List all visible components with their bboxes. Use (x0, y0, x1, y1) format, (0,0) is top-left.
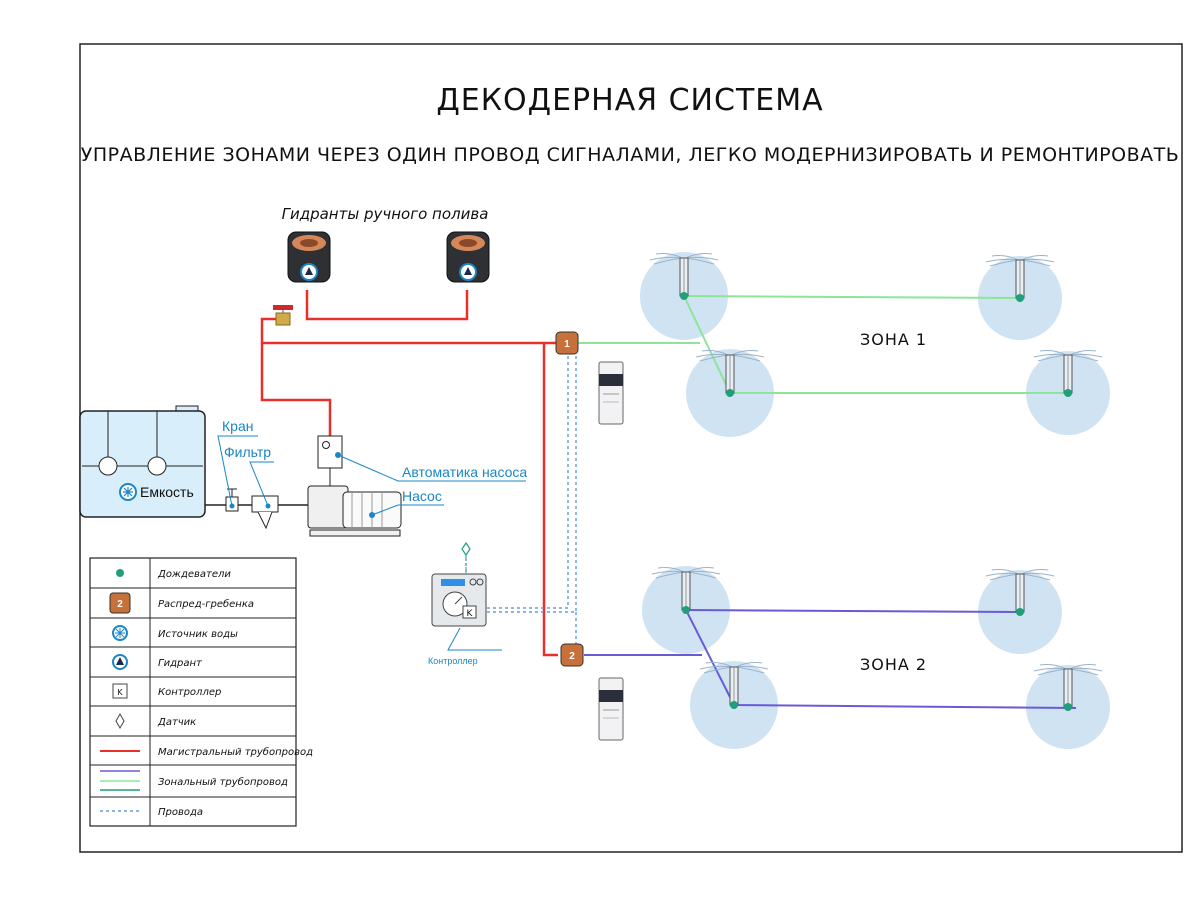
main-pipeline (260, 290, 558, 657)
manifold-1: 1 (555, 331, 579, 355)
legend: 2 K Дождеватели Распред-гребенка Источни… (89, 557, 313, 827)
callout-lines (217, 435, 526, 516)
legend-label: Контроллер (158, 687, 221, 698)
ball-valve-icon (273, 305, 293, 326)
page-subtitle: УПРАВЛЕНИЕ ЗОНАМИ ЧЕРЕЗ ОДИН ПРОВОД СИГН… (81, 144, 1180, 166)
tank-label: Емкость (140, 484, 194, 500)
controller-label: Контроллер (428, 656, 478, 666)
filter-icon (251, 495, 279, 530)
controller-callout-line (447, 627, 502, 651)
controller-k-mark: K (467, 609, 474, 619)
zone-1-sprinklers (649, 253, 1103, 397)
valve-label: Кран (222, 418, 253, 434)
legend-label: Распред-гребенка (158, 598, 254, 610)
zone-2-sprinklers (651, 567, 1103, 711)
manifold-2-number: 2 (569, 651, 575, 662)
filter-label: Фильтр (224, 444, 271, 460)
pump-automation (317, 435, 343, 486)
legend-label: Датчик (157, 717, 196, 728)
legend-manifold-number: 2 (117, 599, 123, 610)
legend-sprinkler-dot-icon (116, 569, 124, 577)
hydrant-1 (287, 231, 331, 283)
sensor-icon (461, 541, 471, 574)
pump (307, 485, 402, 537)
pump-automation-label: Автоматика насоса (402, 464, 527, 480)
legend-water-source-icon (112, 625, 128, 641)
pump-label: Насос (402, 488, 442, 504)
sprinkler-dot-icon (1064, 389, 1072, 397)
sprinkler-dot-icon (1016, 608, 1024, 616)
decoder-box-icon (598, 677, 624, 741)
legend-label: Источник воды (158, 629, 238, 640)
zone-1-label: ЗОНА 1 (860, 330, 927, 349)
sprinkler-dot-icon (680, 292, 688, 300)
sprinkler-dot-icon (1016, 294, 1024, 302)
legend-label: Магистральный трубопровод (158, 746, 313, 758)
manifold-1-number: 1 (564, 339, 570, 350)
sprinkler-dot-icon (682, 606, 690, 614)
legend-hydrant-icon (112, 654, 128, 670)
legend-label: Зональный трубопровод (158, 776, 288, 788)
page-title: ДЕКОДЕРНАЯ СИСТЕМА (436, 83, 823, 118)
sprinkler-dot-icon (730, 701, 738, 709)
zone-2-label: ЗОНА 2 (860, 655, 927, 674)
legend-zone-pipe-icon (100, 770, 140, 791)
legend-label: Гидрант (158, 658, 203, 669)
controller: K (431, 573, 487, 627)
manifold-2: 2 (560, 643, 584, 667)
legend-label: Дождеватели (157, 569, 231, 580)
sprinkler-dot-icon (726, 389, 734, 397)
legend-sensor-icon (115, 712, 125, 730)
hydrant-2 (446, 231, 490, 283)
legend-manifold-icon (109, 592, 131, 614)
legend-label: Провода (158, 807, 203, 818)
valve-icon (225, 488, 239, 512)
decoder-box-icon (598, 361, 624, 425)
legend-controller-badge: K (117, 688, 123, 697)
hydrants-label: Гидранты ручного полива (282, 205, 489, 223)
water-tank: Емкость (79, 405, 206, 518)
legend-controller-icon: K (112, 683, 128, 699)
sprinkler-dot-icon (1064, 703, 1072, 711)
